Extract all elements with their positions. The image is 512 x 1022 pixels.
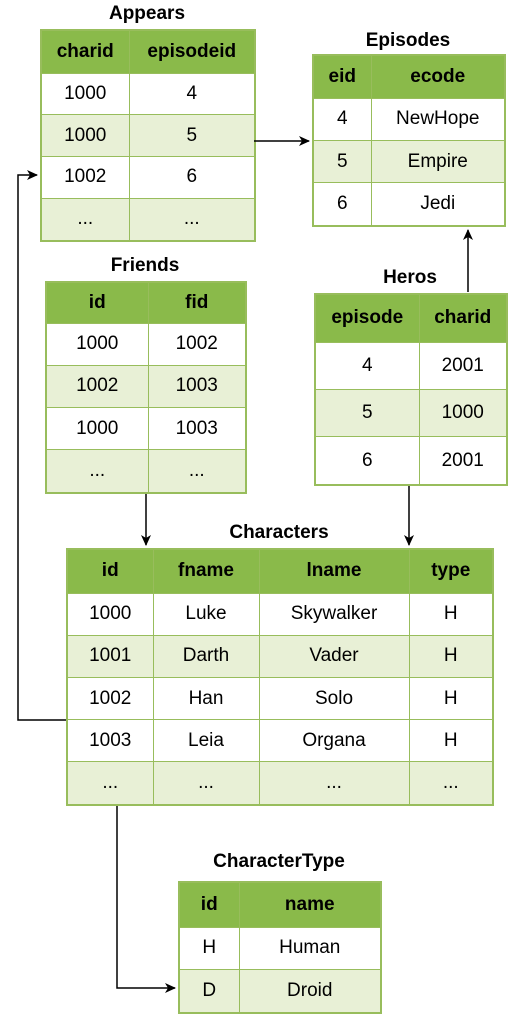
column-header: id [45,281,149,324]
table-cell: 2001 [418,436,508,486]
column-header: name [238,881,382,928]
episodes-title: Episodes [365,30,451,51]
table-cell: H [408,719,494,763]
table-cell: Luke [152,592,260,636]
table-cell: 1000 [40,72,130,116]
table-cell: 1003 [147,407,247,451]
table-cell: ... [147,449,247,494]
table-cell: 1000 [66,592,154,636]
table-cell: 5 [128,114,256,158]
column-header: id [178,881,240,928]
characters-title: Characters [229,522,329,543]
table-cell: 6 [128,156,256,199]
table-cell: 6 [314,436,420,486]
table-cell: Leia [152,719,260,763]
column-header: episode [314,293,420,343]
table-cell: Skywalker [258,592,410,636]
heros-title: Heros [383,267,437,288]
column-header: type [408,548,494,594]
table-row: ............ [66,761,494,806]
column-header: ecode [370,54,506,99]
arrow-characters-to-charactertype [116,806,176,993]
appears-title: Appears [108,3,186,24]
table-cell: ... [45,449,149,494]
table-cell: 6 [312,182,372,227]
table-cell: H [408,634,494,678]
table-cell: Jedi [370,182,506,227]
table-row: ...... [40,197,256,242]
column-header: id [66,548,154,594]
table-cell: ... [40,197,130,242]
table-cell: 1000 [45,407,149,451]
table-cell: ... [66,761,154,806]
table-cell: 1003 [66,719,154,763]
friends-title: Friends [110,255,180,276]
table-cell: 1002 [147,322,247,366]
table-cell: Solo [258,676,410,721]
table-cell: 4 [312,97,372,141]
table-cell: ... [128,197,256,242]
column-header: fname [152,548,260,594]
table-cell: Organa [258,719,410,763]
table-cell: Human [238,926,382,971]
column-header: charid [418,293,508,343]
charactertype-title: CharacterType [213,851,345,872]
table-cell: Empire [370,139,506,184]
table-cell: D [178,969,240,1014]
column-header: eid [312,54,372,99]
table-cell: 1002 [66,676,154,721]
table-cell: 1002 [45,364,149,409]
table-cell: 4 [128,72,256,116]
table-cell: H [408,676,494,721]
table-cell: ... [258,761,410,806]
table-cell: 1000 [418,388,508,438]
table-cell: 5 [312,139,372,184]
table-cell: 1000 [40,114,130,158]
table-row: ...... [45,449,247,494]
table-cell: 2001 [418,341,508,390]
table-cell: NewHope [370,97,506,141]
column-header: lname [258,548,410,594]
table-cell: ... [408,761,494,806]
table-cell: 1002 [40,156,130,199]
table-cell: H [178,926,240,971]
table-cell: Droid [238,969,382,1014]
table-cell: Darth [152,634,260,678]
column-header: episodeid [128,29,256,74]
arrow-characters-to-appears [17,170,66,721]
table-cell: H [408,592,494,636]
column-header: fid [147,281,247,324]
table-cell: Han [152,676,260,721]
column-header: charid [40,29,130,74]
table-cell: ... [152,761,260,806]
table-cell: 5 [314,388,420,438]
